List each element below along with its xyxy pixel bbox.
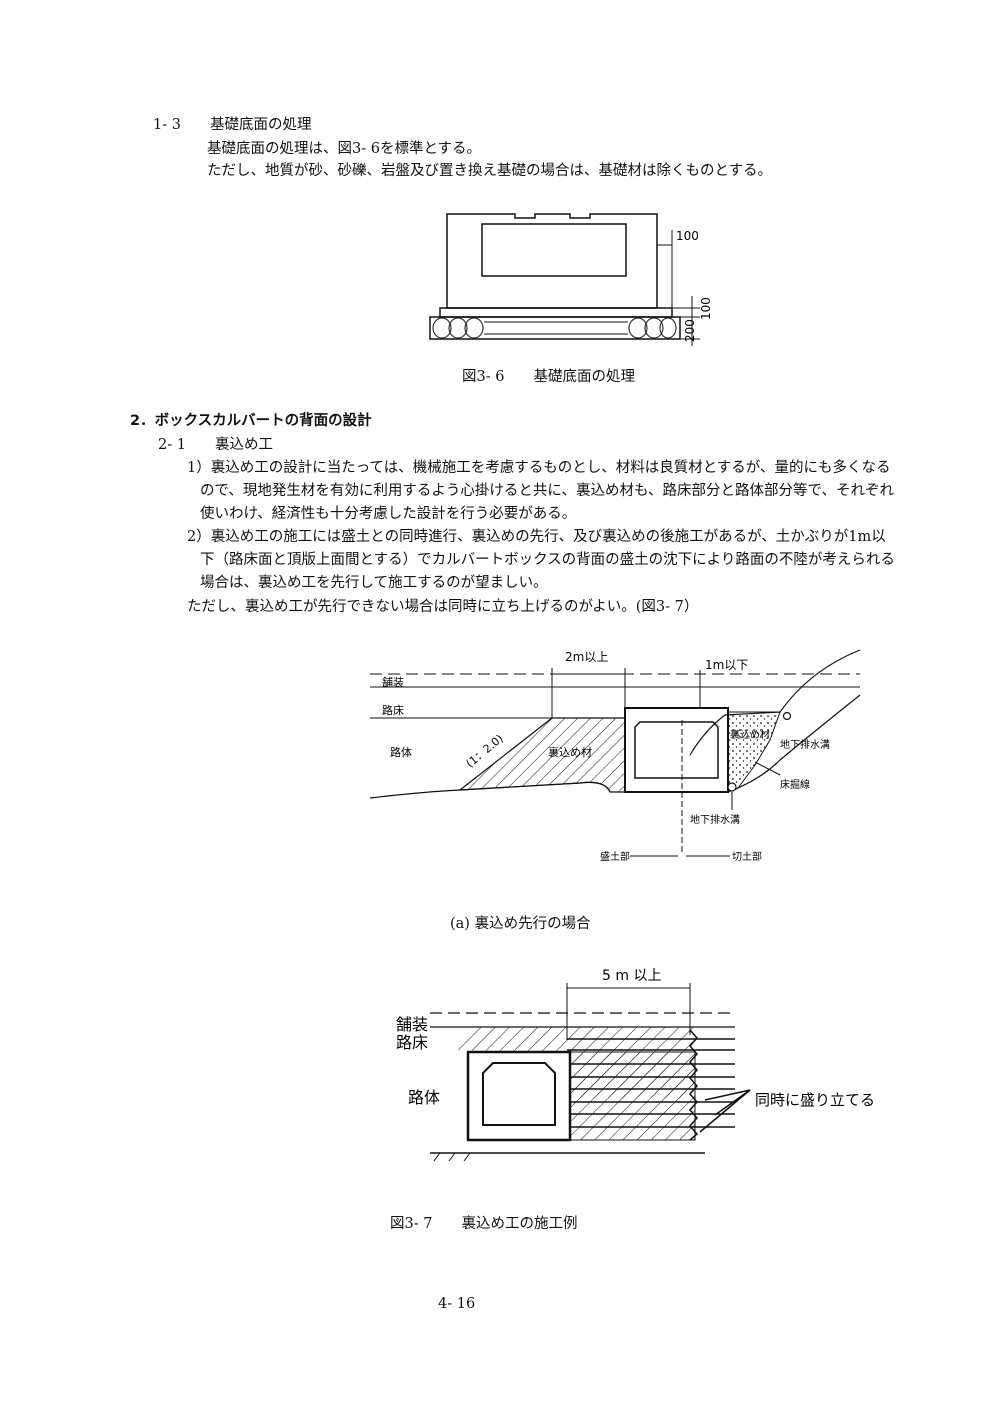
label-backfill-material-right: 裏込め材: [730, 728, 770, 741]
label-backfill-material: 裏込め材: [548, 745, 592, 759]
paragraph-line: ただし、地質が砂、砂礫、岩盤及び置き換え基礎の場合は、基礎材は除くものとする。: [207, 163, 773, 179]
label-simultaneous: 同時に盛り立てる: [755, 1091, 875, 1109]
label-underdrain-right: 地下排水溝: [780, 738, 830, 751]
label-embankment-body: 路体: [408, 1088, 440, 1107]
figure-caption: 図3- 6 基礎底面の処理: [462, 369, 635, 385]
box-culvert: [624, 707, 729, 793]
label-pavement: 舗装: [396, 1015, 428, 1034]
paragraph-line: 2）裏込め工の施工には盛土との同時進行、裏込めの先行、及び裏込めの後施工があるが…: [187, 529, 886, 545]
label-embankment-body: 路体: [390, 745, 412, 759]
box-cavity: [481, 223, 627, 277]
dim-gravel: 200: [683, 319, 697, 342]
paragraph-line: 使いわけ、経済性も十分考慮した設計を行う必要がある。: [200, 506, 577, 522]
paragraph-line: 下（路床面と頂版上面間とする）でカルバートボックスの背面の盛土の沈下により路面の…: [200, 552, 895, 568]
section-heading-1-3: 1- 3 基礎底面の処理: [153, 117, 312, 133]
section-heading-2: 2．ボックスカルバートの背面の設計: [130, 413, 372, 429]
gravel-foundation: [429, 316, 681, 340]
paragraph-line: 場合は、裏込め工を先行して施工するのが望ましい。: [200, 575, 548, 591]
paragraph-line: 1）裏込め工の設計に当たっては、機械施工を考慮するものとし、材料は良質材とするが…: [187, 460, 891, 476]
label-subgrade: 路床: [396, 1033, 428, 1052]
label-underdrain-bottom: 地下排水溝: [690, 813, 740, 826]
paragraph-note: ただし、裏込め工が先行できない場合は同時に立ち上げるのがよい。(図3- 7）: [187, 599, 699, 615]
label-pavement: 舗装: [382, 675, 404, 689]
sub-heading-2-1: 2- 1 裏込め工: [158, 437, 273, 453]
page-number: 4- 16: [438, 1296, 476, 1312]
box-cavity: [482, 1062, 556, 1126]
dim-1m: 1m以下: [705, 658, 748, 672]
paragraph-line: 基礎底面の処理は、図3- 6を標準とする。: [207, 141, 482, 157]
dim-2m: 2m以上: [565, 650, 608, 664]
paragraph-line: ので、現地発生材を有効に利用するよう心掛けると共に、裏込め材も、路床部分と路体部…: [200, 483, 894, 499]
sub-figure-caption: (a) 裏込め先行の場合: [450, 916, 591, 932]
dim-side: 100: [676, 229, 699, 243]
label-subgrade: 路床: [382, 703, 404, 717]
figure-3-7b: 5 m 以上 舗装 路床 路体 同時に盛り立てる: [396, 968, 875, 1162]
dim-base: 100: [699, 297, 710, 320]
box-cavity: [634, 721, 719, 779]
label-cut-section: 切土部: [732, 850, 762, 863]
figure-3-6: 100 100 200: [429, 213, 710, 346]
figure-3-7a: 2m以上 1m以下 舗装 路床 路体 (1：2.0) 裏込め材 裏込め材 地下排…: [369, 649, 861, 863]
gravel-pattern: [432, 317, 677, 339]
label-fill-section: 盛土部: [600, 850, 630, 863]
figure-caption: 図3- 7 裏込め工の施工例: [390, 1216, 578, 1232]
label-bed-line: 床掘線: [780, 778, 810, 791]
leveling-concrete: [439, 307, 673, 318]
dim-5m: 5 m 以上: [602, 968, 661, 984]
